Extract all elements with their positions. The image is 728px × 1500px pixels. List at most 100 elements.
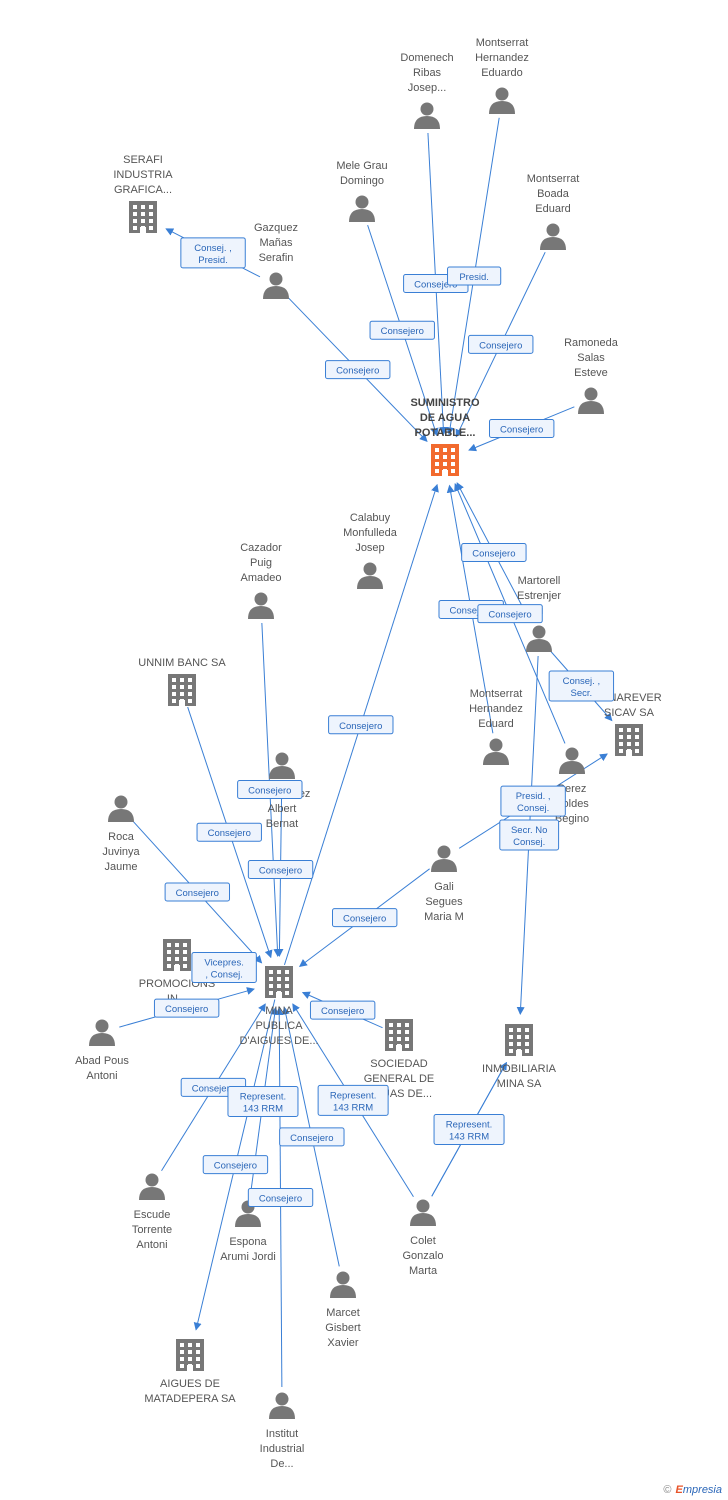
building-icon	[615, 724, 643, 756]
node-label: Abad Pous	[75, 1055, 129, 1067]
relation-badge[interactable]: Consejero	[237, 780, 303, 800]
relation-badge[interactable]: Consejero	[247, 1187, 314, 1207]
relation-label: Consejero	[192, 1083, 235, 1094]
node-label: Escude	[134, 1209, 171, 1221]
node-label: Gonzalo	[403, 1250, 444, 1262]
relation-label: Consejero	[343, 914, 386, 925]
relation-badge[interactable]: Consejero	[488, 418, 555, 438]
relation-label: Presid. ,	[516, 791, 551, 802]
relation-badge[interactable]: Consejero	[328, 715, 394, 735]
node-label: Marcet	[326, 1307, 360, 1319]
relation-badge[interactable]: Represent.143 RRM	[433, 1113, 505, 1145]
edges-layer	[119, 117, 613, 1388]
relation-badge[interactable]: Consejero	[331, 908, 398, 928]
relation-label: Consejero	[321, 1006, 364, 1017]
relation-badge[interactable]: Consej. ,Presid.	[180, 237, 246, 269]
node-unnim[interactable]: UNNIM BANC SA	[138, 657, 226, 706]
person-icon	[483, 738, 509, 765]
node-label: Ramoneda	[564, 337, 619, 349]
relation-badge[interactable]: Consejero	[369, 320, 435, 340]
relation-badge[interactable]: Represent.143 RRM	[227, 1085, 299, 1117]
relation-badge[interactable]: Consejero	[468, 334, 534, 354]
node-label: Esteve	[574, 367, 608, 379]
relation-badge[interactable]: Consejero	[279, 1127, 345, 1147]
node-label: Antoni	[86, 1070, 117, 1082]
relation-label: 143 RRM	[333, 1102, 373, 1113]
node-label: Segues	[425, 896, 463, 908]
footer-credit[interactable]: ©Empresia	[663, 1484, 722, 1496]
person-icon	[248, 592, 274, 619]
relation-label: Secr.	[571, 688, 593, 699]
node-label: Antoni	[136, 1239, 167, 1251]
relation-label: Consejero	[500, 424, 543, 435]
relation-label: Presid.	[459, 272, 489, 283]
relation-badge[interactable]: Consejero	[309, 1000, 376, 1020]
node-label: Cazador	[240, 542, 282, 554]
node-domenech[interactable]: DomenechRibasJosep...	[400, 52, 454, 129]
node-label: Puig	[250, 557, 272, 569]
relation-badge[interactable]: Consejero	[247, 860, 314, 880]
relation-badge[interactable]: Vicepres., Consej.	[191, 951, 257, 983]
node-label: GRAFICA...	[114, 184, 172, 196]
node-label: Eduardo	[481, 67, 523, 79]
node-label: Mañas	[259, 237, 293, 249]
relation-label: , Consej.	[205, 969, 243, 980]
relation-badge[interactable]: Consej. ,Secr.	[548, 670, 615, 702]
node-label: Calabuy	[350, 512, 391, 524]
relation-badge[interactable]: Consejero	[164, 882, 231, 902]
relation-badge[interactable]: Consejero	[202, 1155, 269, 1175]
node-label: POTABLE...	[415, 427, 476, 439]
relation-badge[interactable]: Presid. ,Consej.	[500, 785, 566, 817]
node-label: Salas	[577, 352, 605, 364]
relation-badge[interactable]: Consejero	[196, 822, 262, 842]
person-icon	[526, 625, 552, 652]
person-icon	[269, 752, 295, 779]
node-serafi[interactable]: SERAFIINDUSTRIAGRAFICA...	[113, 154, 173, 233]
person-icon	[108, 795, 134, 822]
relation-label: Consej. ,	[194, 243, 232, 254]
relation-badge[interactable]: Consejero	[153, 998, 220, 1018]
relation-label: Consejero	[259, 866, 302, 877]
node-label: Hernandez	[469, 703, 523, 715]
node-label: Josep...	[408, 82, 447, 94]
relation-badge[interactable]: Consejero	[477, 604, 543, 624]
node-martorell[interactable]: MartorellEstrenjerLi	[517, 575, 561, 652]
relation-label: Consejero	[450, 605, 493, 616]
node-label: Bernat	[266, 818, 298, 830]
node-label: Boada	[537, 188, 570, 200]
person-icon	[414, 102, 440, 129]
relation-badge[interactable]: Consejero	[461, 543, 527, 563]
node-institut[interactable]: InstitutIndustrialDe...	[260, 1392, 305, 1471]
relation-label: Consejero	[414, 280, 457, 291]
relation-badge[interactable]: Consejero	[325, 360, 391, 380]
node-label: MINA	[265, 1005, 293, 1017]
node-label: Hernandez	[475, 52, 529, 64]
relation-badge[interactable]: Represent.143 RRM	[317, 1084, 389, 1116]
node-label: MATADEPERA SA	[144, 1393, 236, 1405]
relation-badge[interactable]: Presid.	[447, 266, 502, 286]
relation-label: Consejero	[208, 828, 251, 839]
relation-label: Consejero	[176, 888, 219, 899]
